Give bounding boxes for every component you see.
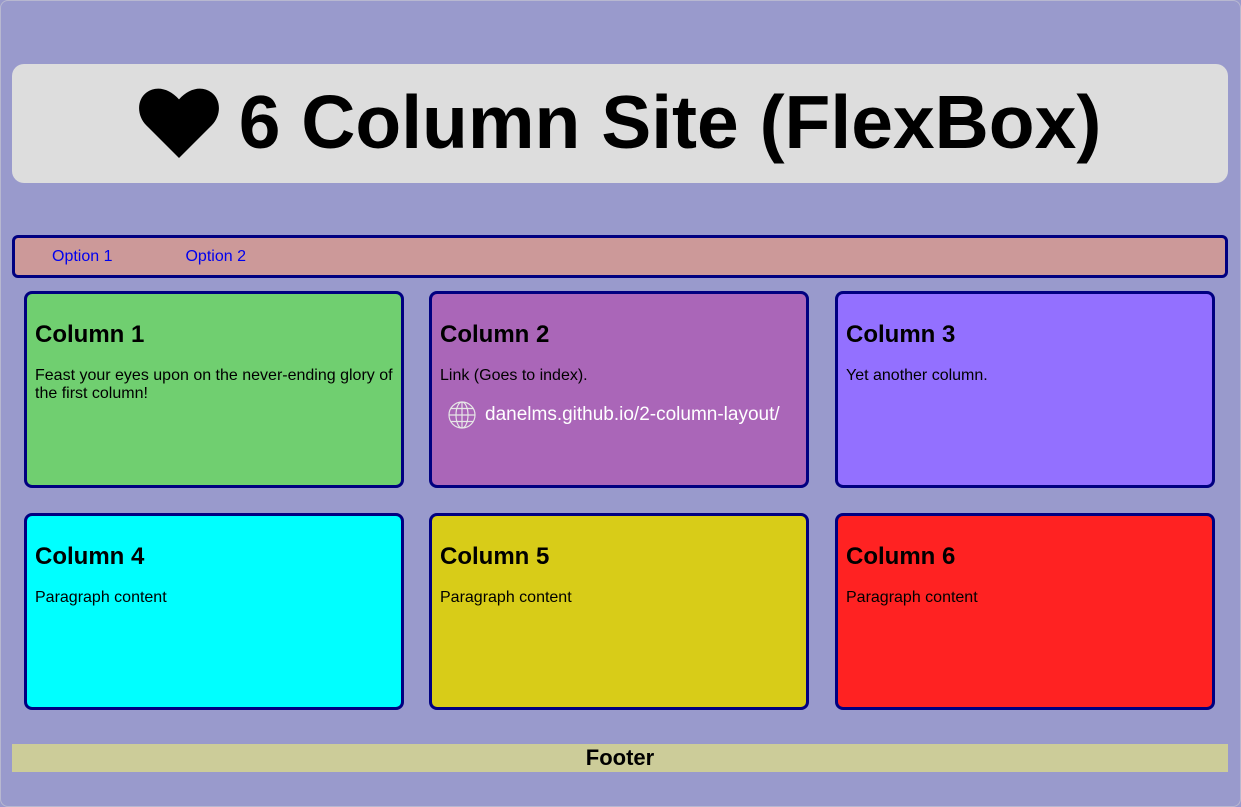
column-4: Column 4 Paragraph content <box>24 513 404 710</box>
column-1: Column 1 Feast your eyes upon on the nev… <box>24 291 404 488</box>
column-5: Column 5 Paragraph content <box>429 513 809 710</box>
column-2-text: Link (Goes to index). <box>440 367 588 384</box>
column-3-text: Yet another column. <box>846 367 988 384</box>
nav-bar: Option 1 Option 2 <box>12 235 1228 278</box>
column-6-title: Column 6 <box>846 543 956 570</box>
column-3: Column 3 Yet another column. <box>835 291 1215 488</box>
index-link[interactable]: danelms.github.io/2-column-layout/ <box>446 399 798 431</box>
column-5-title: Column 5 <box>440 543 550 570</box>
site-footer: Footer <box>12 744 1228 772</box>
nav-option-2[interactable]: Option 2 <box>185 247 246 265</box>
column-1-text: Feast your eyes upon on the never-ending… <box>35 367 393 402</box>
column-3-title: Column 3 <box>846 321 956 348</box>
column-1-title: Column 1 <box>35 321 145 348</box>
page-title-text: 6 Column Site (FlexBox) <box>238 80 1102 164</box>
column-5-text: Paragraph content <box>440 589 572 606</box>
index-link-text: danelms.github.io/2-column-layout/ <box>485 404 780 425</box>
column-6: Column 6 Paragraph content <box>835 513 1215 710</box>
column-2-title: Column 2 <box>440 321 550 348</box>
globe-icon <box>446 399 478 431</box>
footer-text: Footer <box>585 745 655 770</box>
column-4-title: Column 4 <box>35 543 145 570</box>
nav-option-1[interactable]: Option 1 <box>52 247 113 265</box>
column-4-text: Paragraph content <box>35 589 167 606</box>
column-2: Column 2 Link (Goes to index). danelms.g… <box>429 291 809 488</box>
column-6-text: Paragraph content <box>846 589 978 606</box>
site-header: 6 Column Site (FlexBox) <box>12 64 1228 183</box>
heart-icon <box>138 88 219 158</box>
page-title: 6 Column Site (FlexBox) <box>138 80 1102 164</box>
